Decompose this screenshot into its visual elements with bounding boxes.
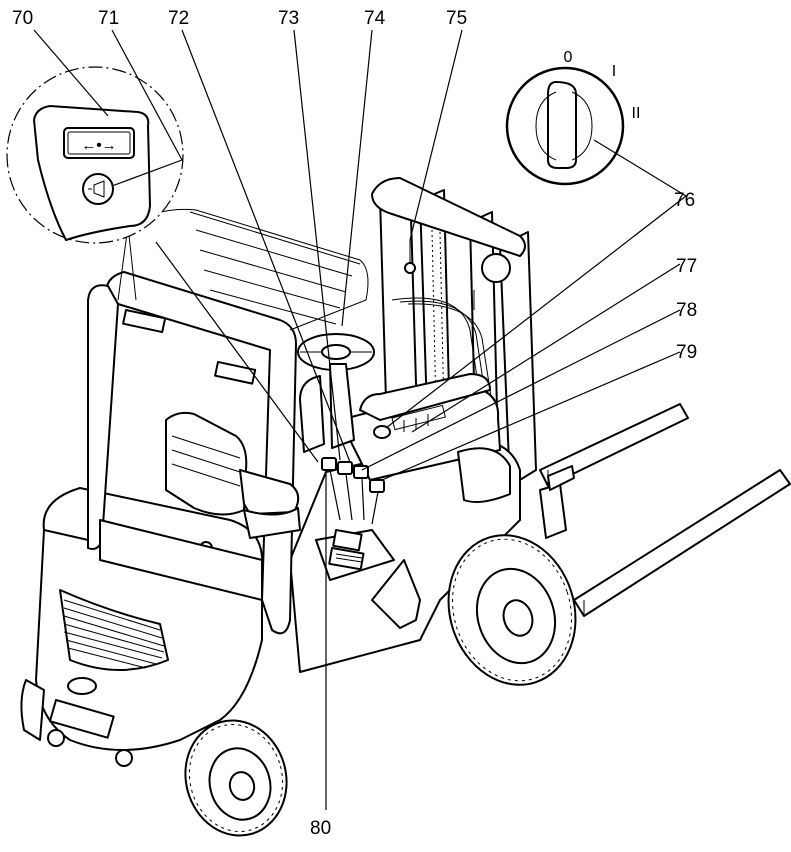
overhead-guard bbox=[87, 208, 369, 635]
key-switch-detail: 0 I II bbox=[505, 49, 641, 186]
control-levers bbox=[321, 457, 385, 525]
front-wheel bbox=[447, 534, 577, 686]
callout-73: 73 bbox=[278, 8, 299, 29]
horn-button-icon bbox=[82, 173, 114, 205]
callout-76: 76 bbox=[674, 190, 695, 211]
hydraulic-hoses bbox=[391, 297, 511, 521]
callout-75: 75 bbox=[446, 8, 467, 29]
key-position-0: 0 bbox=[564, 49, 573, 66]
fork-right bbox=[573, 469, 791, 617]
callout-71: 71 bbox=[98, 8, 119, 29]
operator-seat bbox=[165, 411, 301, 539]
key-position-I: I bbox=[612, 63, 616, 80]
rear-left-wheel-edge bbox=[20, 679, 45, 741]
direction-switch-icon bbox=[63, 127, 135, 159]
callout-79: 79 bbox=[676, 342, 697, 363]
rear-wheel bbox=[184, 719, 288, 837]
rear-grille bbox=[63, 599, 165, 669]
callout-74: 74 bbox=[364, 8, 386, 29]
steering-wheel bbox=[297, 333, 375, 453]
leader-lines bbox=[33, 29, 687, 810]
direction-arrows-glyph: ←•→ bbox=[81, 137, 116, 154]
pedals bbox=[328, 529, 365, 571]
callout-78: 78 bbox=[676, 300, 697, 321]
callout-77: 77 bbox=[676, 256, 697, 277]
key-position-II: II bbox=[632, 105, 641, 122]
callout-80: 80 bbox=[310, 818, 331, 839]
callout-70: 70 bbox=[12, 8, 33, 29]
detail-inset-direction-switch: ←•→ bbox=[6, 66, 184, 244]
truck-body bbox=[289, 373, 521, 673]
callout-72: 72 bbox=[168, 8, 189, 29]
callout-labels: 70 71 72 73 74 75 76 77 78 79 80 bbox=[12, 8, 697, 839]
